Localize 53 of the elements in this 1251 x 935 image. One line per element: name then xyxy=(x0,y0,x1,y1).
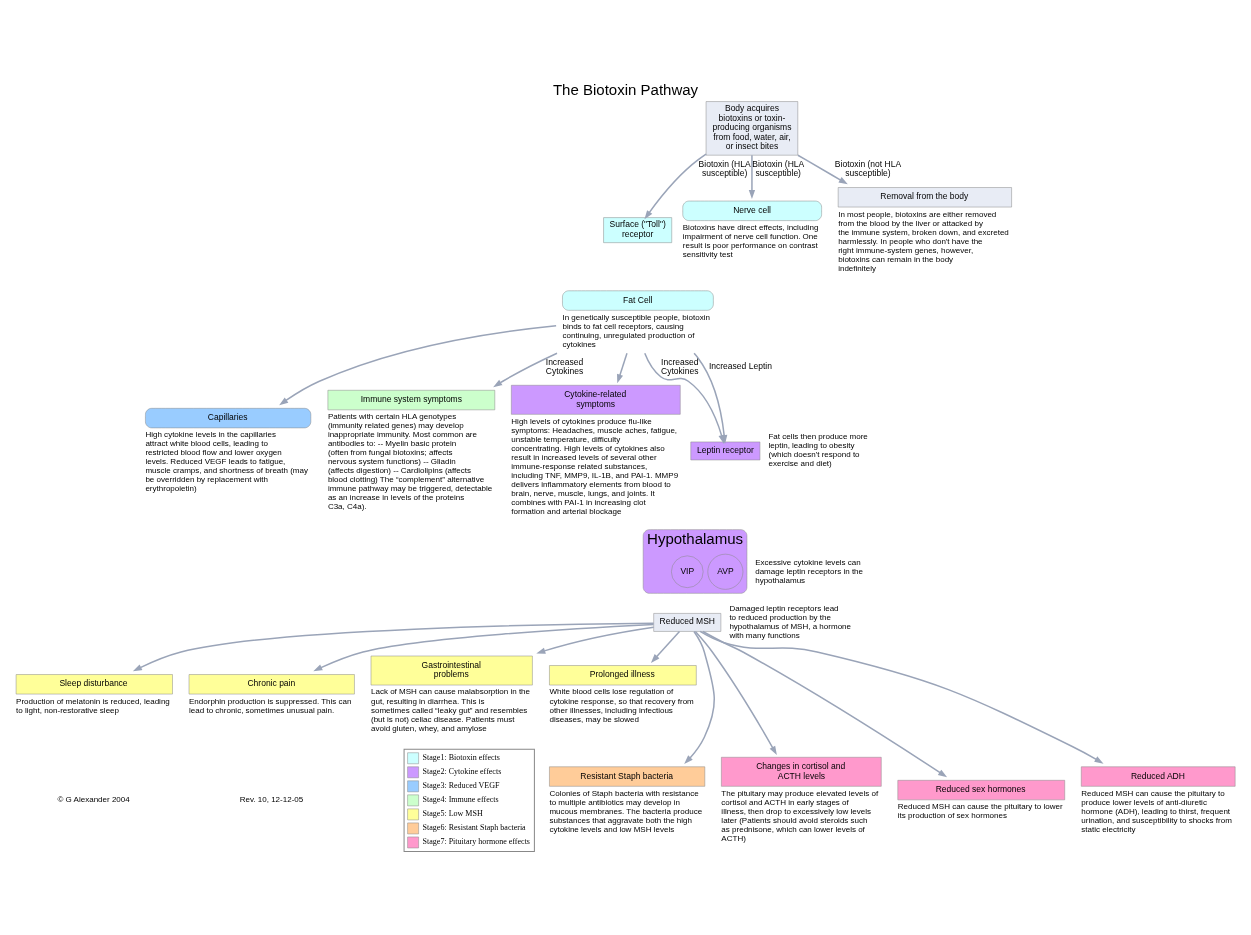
arrow xyxy=(699,630,1104,764)
node-label: The pituitary may produce elevated levels of cortisol and ACTH in early stages of illness, then drop to excessively low levels later (Patients should avoid steroids such as prednisone, which can lower levels of ACTH) xyxy=(721,788,879,843)
legend-label: Stage6: Resistant Staph bacteria xyxy=(422,823,526,833)
node-label: Reduced MSH can cause the pituitary to produce lower levels of anti-diuretic hormone (ADH), leading to thirst, frequent urination, and susceptibility to shocks from static electricity xyxy=(1081,788,1232,834)
node-label: Production of melatonin is reduced, leading to light, non-restorative sleep xyxy=(16,696,170,715)
node-label: Biotoxins have direct effects, including impairment of nerve cell function. One result is poor performance on contrast sensitivity test xyxy=(682,223,819,260)
label: Rev. 10, 12-12-05 xyxy=(239,795,304,805)
node-label: High levels of cytokines produce flu-like symptoms: Headaches, muscle aches, fatigue, unstable temperature, difficulty concentrating. High levels of cytokines also result in increased levels of several other immune-response related substances, including TNF, MMP9, IL-1B, and PAI-1. MMP9 delivers inflammatory elements from blood to brain, nerve, muscle, lungs, and joints. It combines with PAI-1 in increasing clot formation and arterial blockage xyxy=(511,416,679,516)
node-box: Body acquires biotoxins or toxin-producing organisms from food, water, air, or insect bites xyxy=(705,101,799,156)
arrow xyxy=(279,324,557,406)
node-label: Endorphin production is suppressed. This can lead to chronic, sometimes unusual pain. xyxy=(189,696,352,715)
node-circle: AVP xyxy=(707,553,744,590)
node-circle: VIP xyxy=(671,555,704,588)
edge-label: Biotoxin (HLA susceptible) xyxy=(752,158,805,179)
edge-label: Increased Cytokines xyxy=(545,356,584,377)
arrow xyxy=(644,153,707,220)
node-label: Lack of MSH can cause malabsorption in the gut, resulting in diarrhea. This is sometimes called “leaky gut” and resembles (but is not) celiac disease. Patients must avoid gluten, whey, and amylose xyxy=(370,687,531,733)
arrow xyxy=(617,352,628,384)
arrow xyxy=(797,154,848,185)
legend-label: Stage2: Cytokine effects xyxy=(422,767,502,777)
node-label: Colonies of Staph bacteria with resistance to multiple antibiotics may develop in mucous membranes. The bacteria produce substances that aggravate both the high cytokine levels and low MSH levels xyxy=(549,788,703,834)
node-label: In genetically susceptible people, biotoxin binds to fat cell receptors, causing continuing, unregulated production of cytokines xyxy=(562,312,710,349)
node-label: In most people, biotoxins are either removed from the blood by the liver or attacked by the immune system, broken down, and excreted harmlessly. In people who don't have the right immune-system genes, however, biotoxins can remain in the body indefinitely xyxy=(838,209,1009,273)
node-label: White blood cells lose regulation of cytokine response, so that recovery from other illnesses, including infectious diseases, may be slowed xyxy=(549,687,694,724)
node-label: High cytokine levels in the capillaries attract white blood cells, leading to restricted blood flow and lower oxygen levels. Reduced VEGF leads to fatigue, muscle cramps, and shortness of breath (may be overridden by replacement with erythropoietin) xyxy=(145,430,309,494)
arrow xyxy=(694,630,777,756)
label: Fat cells then produce more leptin, leading to obesity (which doesn't respond to exercise and diet) xyxy=(768,432,868,469)
node-label: Reduced MSH can cause the pituitary to lower its production of sex hormones xyxy=(897,802,1063,821)
edge-label: Increased Leptin xyxy=(708,361,772,372)
arrow xyxy=(313,623,655,672)
label: © G Alexander 2004 xyxy=(57,795,130,805)
arrow xyxy=(684,630,715,764)
label: Damaged leptin receptors lead to reduced production by the hypothalamus of MSH, a hormone with many functions xyxy=(729,603,852,640)
arrow xyxy=(650,630,681,663)
node-box: Surface ("Toll") receptor xyxy=(603,217,672,243)
diagram-title: The Biotoxin Pathway xyxy=(552,81,699,99)
edge-label: Biotoxin (not HLA susceptible) xyxy=(834,158,902,179)
node-label: Patients with certain HLA genotypes (immunity related genes) may develop inappropriate immunity. Most common are antibodies to: -- Myelin basic protein (often from fungal biotoxins; affects nervous system functions) -- Gliadin (affects digestion) -- Cardiolipins (affects blood clotting) The “complement” alternative immune pathway may be triggered, detectable as an increase in levels of the proteins C3a, C4a). xyxy=(327,412,493,512)
label: Excessive cytokine levels can damage leptin receptors in the hypothalamus xyxy=(755,557,864,585)
edge-label: Biotoxin (HLA susceptible) xyxy=(698,158,751,179)
legend-label: Stage7: Pituitary hormone effects xyxy=(422,837,530,847)
legend-label: Stage4: Immune effects xyxy=(422,795,499,805)
arrow xyxy=(536,626,655,654)
arrow xyxy=(493,352,558,388)
arrow xyxy=(748,154,756,200)
node-box: Reduced MSH xyxy=(653,613,722,632)
legend-label: Stage5: Low MSH xyxy=(422,809,483,819)
legend-label: Stage3: Reduced VEGF xyxy=(422,781,500,791)
legend-label: Stage1: Biotoxin effects xyxy=(422,753,500,763)
edge-label: Increased Cytokines xyxy=(661,356,699,377)
node-box: Leptin receptor xyxy=(690,441,761,461)
arrow xyxy=(702,630,948,778)
arrow xyxy=(132,622,655,672)
